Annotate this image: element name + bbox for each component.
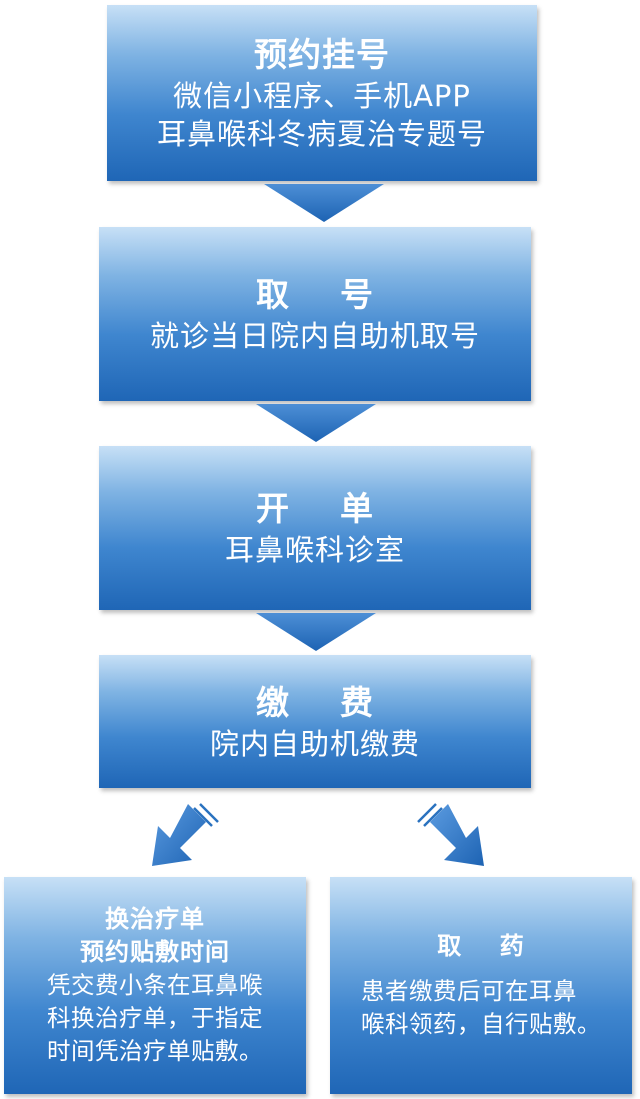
branch-medicine-box: 取 药 患者缴费后可在耳鼻 喉科领药，自行贴敷。	[330, 877, 632, 1094]
down-arrow-icon	[264, 184, 384, 222]
step-take-number-line-1: 就诊当日院内自助机取号	[149, 319, 480, 353]
diagonal-arrow-right-icon	[417, 803, 484, 866]
step-reservation-line-1: 微信小程序、手机APP	[173, 79, 471, 113]
step-take-number-box: 取 号 就诊当日院内自助机取号	[99, 227, 531, 401]
down-arrow-icon	[256, 404, 376, 442]
step-prescription-line-1: 耳鼻喉科诊室	[224, 533, 405, 567]
step-payment-box: 缴 费 院内自助机缴费	[99, 655, 531, 788]
branch-treatment-box: 换治疗单 预约贴敷时间 凭交费小条在耳鼻喉 科换治疗单，于指定 时间凭治疗单贴敷…	[4, 877, 306, 1094]
step-reservation-title: 预约挂号	[254, 35, 390, 74]
branch-treatment-line-3: 时间凭治疗单贴敷。	[47, 1037, 263, 1065]
step-reservation-line-2: 耳鼻喉科冬病夏治专题号	[156, 117, 487, 151]
branch-treatment-title-2: 预约贴敷时间	[80, 938, 230, 966]
branch-medicine-line-1: 患者缴费后可在耳鼻	[361, 977, 577, 1005]
step-take-number-title: 取 号	[256, 275, 374, 314]
diagonal-arrow-left-icon	[152, 803, 219, 866]
step-reservation-box: 预约挂号 微信小程序、手机APP 耳鼻喉科冬病夏治专题号	[107, 5, 537, 181]
branch-medicine-title: 取 药	[437, 932, 525, 960]
branch-treatment-title-1: 换治疗单	[105, 905, 205, 933]
step-payment-line-1: 院内自助机缴费	[209, 726, 420, 761]
branch-treatment-text: 凭交费小条在耳鼻喉 科换治疗单，于指定 时间凭治疗单贴敷。	[47, 969, 263, 1068]
down-arrow-icon	[256, 613, 376, 651]
branch-treatment-line-1: 凭交费小条在耳鼻喉	[47, 971, 263, 999]
step-prescription-title: 开 单	[256, 489, 374, 528]
step-payment-title: 缴 费	[256, 682, 374, 722]
branch-treatment-line-2: 科换治疗单，于指定	[47, 1004, 263, 1032]
branch-medicine-text: 患者缴费后可在耳鼻 喉科领药，自行贴敷。	[361, 975, 601, 1041]
step-prescription-box: 开 单 耳鼻喉科诊室	[99, 446, 531, 610]
branch-medicine-line-2: 喉科领药，自行贴敷。	[361, 1010, 601, 1038]
